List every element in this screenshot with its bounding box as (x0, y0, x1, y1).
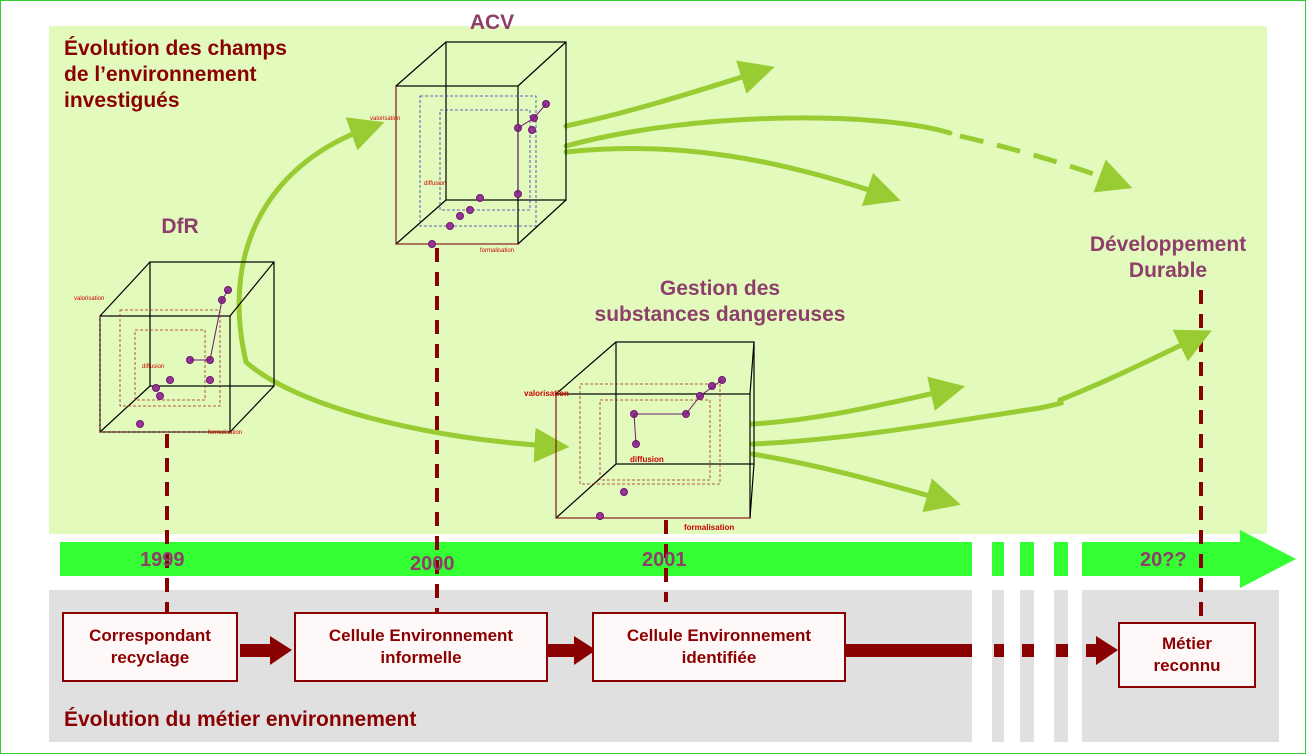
label-dd-line-1: Développement (1089, 233, 1247, 256)
stage-3-line-1: Cellule Environnement (626, 626, 812, 645)
stage-2-line-2: informelle (380, 648, 462, 667)
gap-1 (972, 590, 992, 742)
stage-cellule-informelle: Cellule Environnement informelle (294, 612, 548, 682)
label-acv: ACV (469, 11, 515, 34)
stage-correspondant-recyclage: Correspondant recyclage (62, 612, 238, 682)
fields-title-line-2: de l’environnement (64, 63, 257, 86)
fields-panel (49, 26, 1267, 534)
label-dfr: DfR (161, 215, 199, 238)
acv-axis-valorisation: valorisation (370, 116, 400, 122)
year-1999: 1999 (140, 549, 185, 571)
acv-axis-diffusion: diffusion (424, 181, 446, 187)
cube-gestion: valorisation diffusion formalisation (524, 341, 755, 532)
fields-title-line-3: investigués (64, 89, 180, 112)
gestion-axis-diffusion: diffusion (630, 455, 664, 464)
stage-3-line-2: identifiée (681, 648, 757, 667)
stage-1-line-2: recyclage (110, 648, 190, 667)
acv-axis-formalisation: formalisation (480, 248, 514, 254)
gestion-axis-valorisation: valorisation (524, 389, 569, 398)
dfr-axis-diffusion: diffusion (142, 364, 164, 370)
label-gestion-line-2: substances dangereuses (594, 303, 846, 326)
label-developpement-durable: Développement Durable (1068, 232, 1268, 284)
label-dd-line-2: Durable (1128, 259, 1208, 282)
year-2001: 2001 (642, 549, 687, 571)
stage-4-line-1: Métier (1161, 634, 1213, 653)
career-title: Évolution du métier environnement (64, 708, 417, 731)
field-arrows (236, 60, 1212, 513)
stage-cellule-identifiee: Cellule Environnement identifiée (592, 612, 846, 682)
career-arrows (240, 636, 1118, 665)
timeline-arrow (60, 530, 1296, 588)
fields-title: Évolution des champs de l’environnement … (64, 36, 287, 114)
year-2000: 2000 (410, 553, 455, 575)
dfr-axis-formalisation: formalisation (208, 430, 242, 436)
label-gestion-line-1: Gestion des (659, 277, 781, 300)
field-dashed-arrow (959, 133, 1133, 411)
cube-acv: valorisation diffusion formalisation (370, 41, 567, 254)
gestion-axis-formalisation: formalisation (684, 523, 734, 532)
cube-dfr: valorisation diffusion formalisation (74, 261, 275, 436)
label-gestion: Gestion des substances dangereuses (570, 276, 870, 328)
stage-2-line-1: Cellule Environnement (328, 626, 514, 645)
gap-4 (1068, 590, 1082, 742)
stage-metier-reconnu: Métier reconnu (1118, 622, 1256, 688)
dfr-axis-valorisation: valorisation (74, 296, 104, 302)
stage-1-line-1: Correspondant (89, 626, 211, 645)
fields-title-line-1: Évolution des champs (64, 37, 287, 60)
gap-2 (1004, 590, 1020, 742)
gap-3 (1034, 590, 1054, 742)
year-20xx: 20?? (1140, 549, 1187, 571)
stage-4-line-2: reconnu (1153, 656, 1221, 675)
